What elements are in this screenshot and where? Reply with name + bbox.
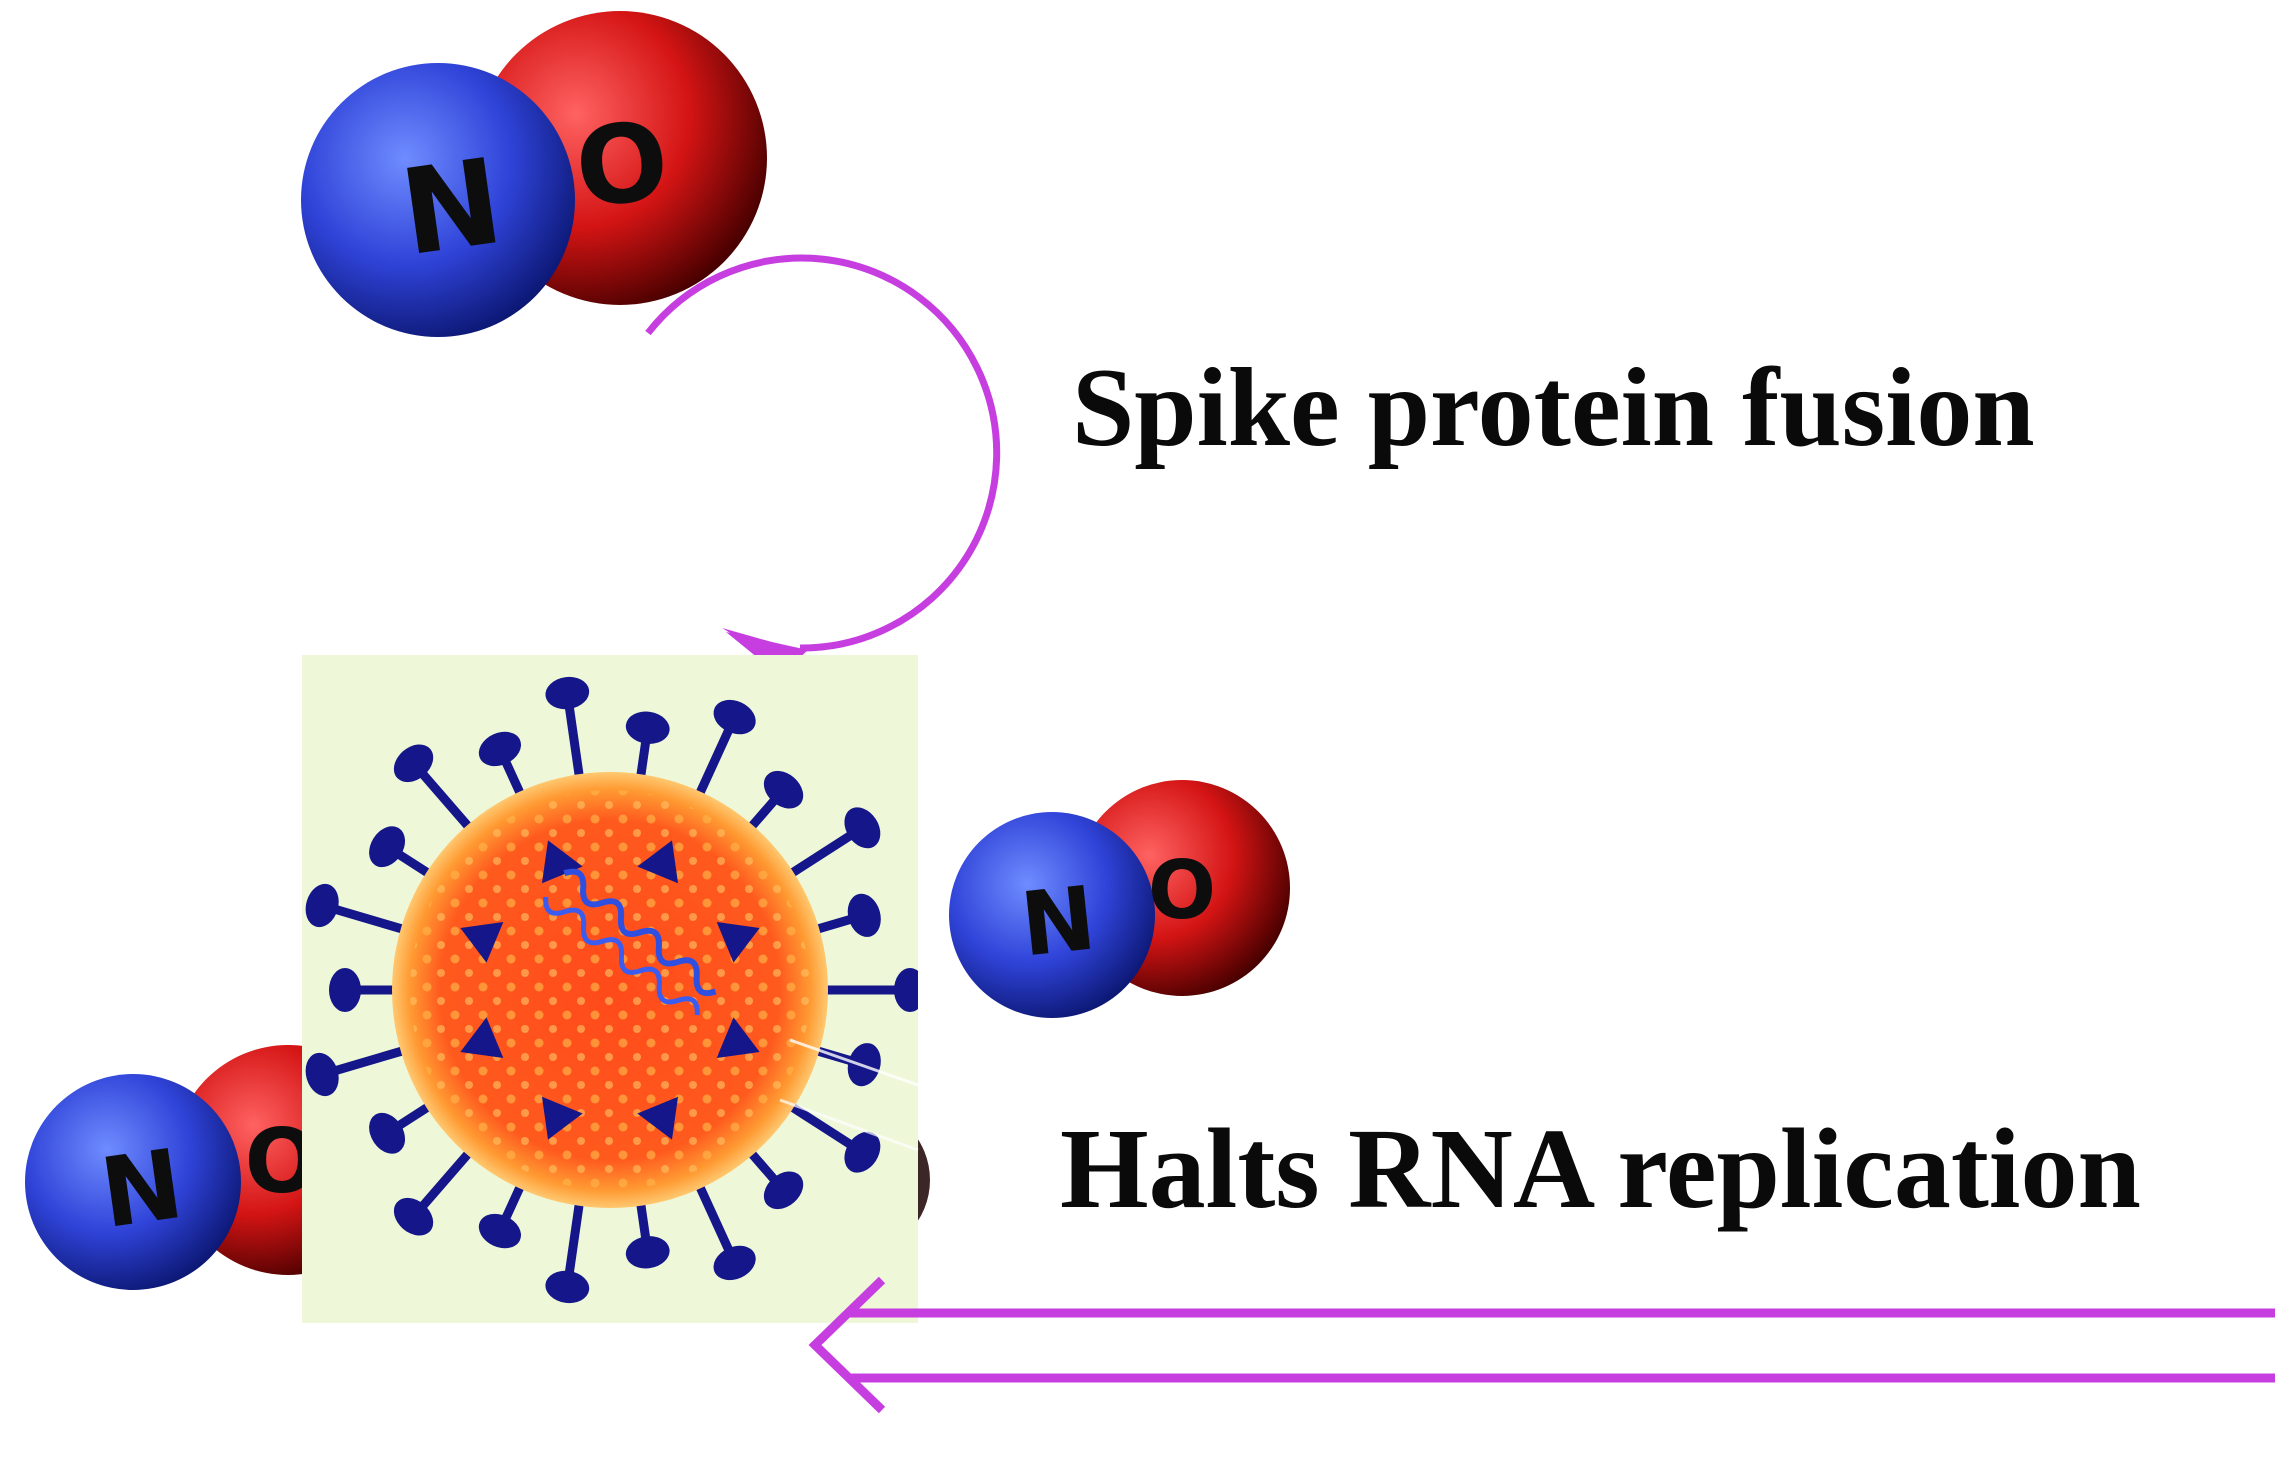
nitrogen-atom <box>25 1074 241 1290</box>
coronavirus-icon <box>302 655 919 1323</box>
inner-spike-marker <box>460 1017 504 1059</box>
spike-head <box>844 1131 881 1173</box>
spike-head <box>763 770 804 809</box>
spike-head <box>478 731 522 767</box>
curved-arrow-icon <box>645 254 1001 676</box>
spike-head <box>478 1213 522 1249</box>
nitrogen-letter: N <box>393 132 510 282</box>
spike-head <box>713 699 756 735</box>
spike-head <box>713 1245 756 1281</box>
oxygen-letter: O <box>1148 844 1216 937</box>
inner-spike-marker <box>716 921 760 963</box>
oxygen-letter: O <box>570 99 674 233</box>
spike-head <box>763 1171 804 1210</box>
nitrogen-atom <box>949 812 1155 1018</box>
no-molecule-top: N O <box>301 11 767 337</box>
spike-head <box>329 968 361 1012</box>
spike-head <box>545 676 590 710</box>
spike-head <box>625 711 670 744</box>
spike-head <box>305 1052 339 1097</box>
spike-head <box>305 883 339 928</box>
rna-strand <box>563 868 717 997</box>
inner-spike-marker <box>637 1096 679 1140</box>
spike-head <box>545 1270 590 1304</box>
no-molecule-right: N O <box>949 780 1290 1018</box>
nitrogen-atom <box>301 63 575 337</box>
inner-spike-marker <box>716 1017 760 1059</box>
inner-spike-marker <box>541 1096 583 1140</box>
nitrogen-letter: N <box>94 1128 189 1250</box>
spike-head <box>369 826 406 868</box>
inner-spike-marker <box>460 921 504 963</box>
nitrogen-letter: N <box>1016 866 1100 976</box>
spike-head <box>847 893 881 937</box>
inner-spike-marker <box>637 840 679 884</box>
double-arrow-icon <box>808 1276 2275 1414</box>
virus-inner-spikes <box>460 840 760 1140</box>
spike-head <box>369 1112 406 1154</box>
spike-head <box>393 744 434 783</box>
spike-head <box>894 968 918 1012</box>
spike-head <box>844 807 881 849</box>
inner-spike-marker <box>541 840 583 884</box>
spike-head <box>393 1197 434 1236</box>
spike-head <box>625 1236 670 1269</box>
spike-protein-fusion-label: Spike protein fusion <box>1072 346 2035 470</box>
halts-rna-replication-label: Halts RNA replication <box>1060 1105 2141 1232</box>
